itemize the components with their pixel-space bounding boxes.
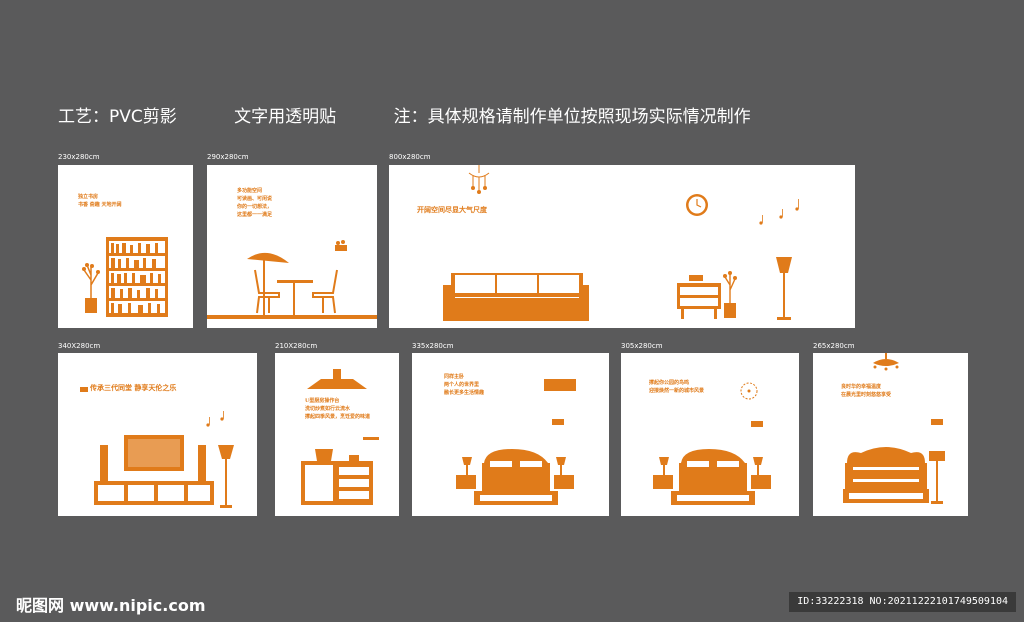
pan-icon bbox=[349, 455, 359, 461]
planter-icon bbox=[335, 245, 347, 251]
panel-text: 撑起你公园的鸟鸣 bbox=[649, 380, 690, 386]
size-label: 265x280cm bbox=[813, 342, 855, 350]
planter-icon bbox=[931, 419, 943, 425]
chair-icon bbox=[254, 269, 280, 314]
panel-text: 洗切炒煮如行云流水 bbox=[305, 406, 351, 412]
size-label: 230x280cm bbox=[58, 153, 100, 161]
panel-text: 撑起四季风景，烹饪爱的味道 bbox=[305, 414, 371, 420]
leisure-silhouette bbox=[207, 240, 377, 319]
living-silhouette bbox=[443, 165, 799, 321]
chair-icon bbox=[312, 269, 338, 314]
bedroom-2-silhouette bbox=[653, 382, 771, 505]
kitchen-silhouette bbox=[301, 369, 379, 505]
tv-silhouette bbox=[80, 387, 234, 508]
panel-text: 融长更多生活情趣 bbox=[444, 390, 485, 396]
bedside-lamp-icon bbox=[659, 457, 763, 475]
decor-icon bbox=[80, 387, 88, 392]
speaker-icon bbox=[100, 445, 108, 481]
panel-leisure: 多功能空间 可读画、可闲说 你的一切想法， 这里都一一满足 bbox=[207, 165, 377, 328]
panel-text: 开阔空间尽显大气尺度 bbox=[417, 205, 487, 214]
craft-label: 工艺：PVC剪影 bbox=[58, 107, 177, 127]
panel-text: 可读画、可闲说 bbox=[237, 196, 273, 202]
size-label: 210X280cm bbox=[275, 342, 318, 350]
panel-living: 开阔空间尽显大气尺度 bbox=[389, 165, 855, 328]
panel-text: 传承三代同堂 静享天伦之乐 bbox=[90, 383, 177, 392]
music-note-icon bbox=[206, 411, 224, 427]
size-label: 335x280cm bbox=[412, 342, 454, 350]
decor-icon bbox=[689, 275, 703, 281]
size-label: 290x280cm bbox=[207, 153, 249, 161]
panel-text: 在晨光里时刻悠悠享受 bbox=[841, 392, 892, 398]
bedroom-3-silhouette bbox=[843, 353, 945, 504]
floor-lamp-icon bbox=[218, 445, 234, 508]
chandelier-icon bbox=[468, 165, 490, 191]
panel-bedroom-1: 同样主卧 两个人的世界里 融长更多生活情趣 bbox=[412, 353, 609, 516]
panel-kitchen: U型厨房操作台 洗切炒煮如行云流水 撑起四季风景，烹饪爱的味道 bbox=[275, 353, 399, 516]
nightstand-icon bbox=[554, 475, 574, 489]
panel-text: 同样主卧 bbox=[444, 374, 465, 380]
size-label: 800x280cm bbox=[389, 153, 431, 161]
panel-text: 这里都一一满足 bbox=[237, 212, 273, 218]
brand-watermark: 昵图网 www.nipic.com bbox=[16, 596, 206, 615]
bedside-lamp-icon bbox=[462, 457, 566, 475]
header: 工艺：PVC剪影 文字用透明贴 注：具体规格请制作单位按照现场实际情况制作 bbox=[58, 102, 803, 127]
bed-icon bbox=[671, 449, 755, 505]
chandelier-icon bbox=[873, 353, 899, 371]
nightstand-icon bbox=[456, 475, 476, 489]
panel-text: 两个人的世界里 bbox=[444, 382, 480, 388]
panel-tv: 传承三代同堂 静享天伦之乐 bbox=[58, 353, 257, 516]
floor-lamp-icon bbox=[929, 451, 945, 504]
shelf-icon bbox=[363, 437, 379, 440]
size-label: 305x280cm bbox=[621, 342, 663, 350]
panel-text: 良时华的幸福温度 bbox=[841, 384, 882, 390]
text-note-label: 文字用透明贴 bbox=[234, 107, 337, 127]
plant-icon bbox=[723, 271, 737, 318]
floor-line bbox=[207, 315, 377, 319]
planter-icon bbox=[751, 421, 763, 427]
nightstand-icon bbox=[751, 475, 771, 489]
image-id-bar: ID:33222318 NO:20211222101749509104 bbox=[789, 592, 1016, 612]
panel-bedroom-2: 撑起你公园的鸟鸣 迎接焕然一新的城市风景 bbox=[621, 353, 799, 516]
panel-text: U型厨房操作台 bbox=[305, 398, 340, 404]
size-label: 340X280cm bbox=[58, 342, 101, 350]
panel-text: 你的一切想法， bbox=[237, 204, 273, 210]
panel-study: 独立书房 书香 斋趣 天地开阔 bbox=[58, 165, 193, 328]
plant-icon bbox=[82, 263, 100, 313]
bedroom-silhouette bbox=[456, 379, 576, 505]
panel-text: 多功能空间 bbox=[237, 188, 263, 194]
tv-icon bbox=[124, 435, 184, 471]
study-silhouette bbox=[82, 237, 168, 317]
table-icon bbox=[277, 280, 313, 283]
note-label: 注：具体规格请制作单位按照现场实际情况制作 bbox=[393, 107, 751, 127]
planter-icon bbox=[552, 419, 564, 425]
wall-clock-icon bbox=[740, 382, 758, 400]
panel-text: 书香 斋趣 天地开阔 bbox=[78, 202, 122, 208]
panel-bedroom-3: 良时华的幸福温度 在晨光里时刻悠悠享受 bbox=[813, 353, 968, 516]
floor-lamp-icon bbox=[776, 257, 792, 320]
speaker-icon bbox=[198, 445, 206, 481]
pot-icon bbox=[315, 449, 333, 461]
panel-text: 迎接焕然一新的城市风景 bbox=[649, 388, 705, 394]
painting-icon bbox=[544, 379, 576, 391]
nightstand-icon bbox=[653, 475, 673, 489]
music-note-icon bbox=[759, 199, 799, 225]
clock-icon bbox=[686, 194, 708, 216]
umbrella-icon bbox=[247, 252, 289, 263]
bed-icon bbox=[474, 449, 558, 505]
range-hood-icon bbox=[307, 369, 367, 389]
panel-text: 独立书房 bbox=[78, 194, 99, 200]
